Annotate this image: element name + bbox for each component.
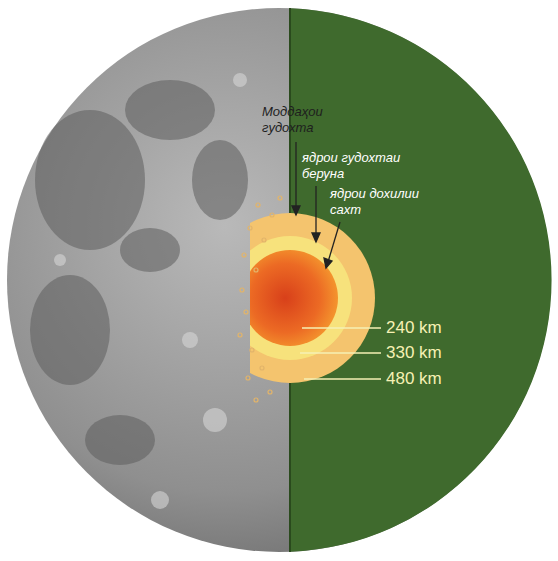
moon-sphere bbox=[7, 8, 551, 552]
fluid-outer-core bbox=[250, 236, 352, 360]
radius-dimension: 330 km bbox=[386, 343, 442, 363]
layer-label: ядрои гудохтаи беруна bbox=[302, 150, 414, 182]
layer-label: ядрои дохилии сахт bbox=[330, 186, 434, 218]
craters bbox=[54, 73, 247, 509]
layer-label: Моддаҳои гудохта bbox=[262, 104, 346, 136]
partial-melt-layer bbox=[250, 213, 375, 383]
molten-dots bbox=[238, 196, 282, 402]
radius-dimension: 480 km bbox=[386, 369, 442, 389]
lunar-maria bbox=[30, 80, 248, 465]
dimension-leaders bbox=[300, 328, 381, 379]
radius-dimension: 240 km bbox=[386, 318, 442, 338]
solid-inner-core bbox=[250, 250, 338, 346]
